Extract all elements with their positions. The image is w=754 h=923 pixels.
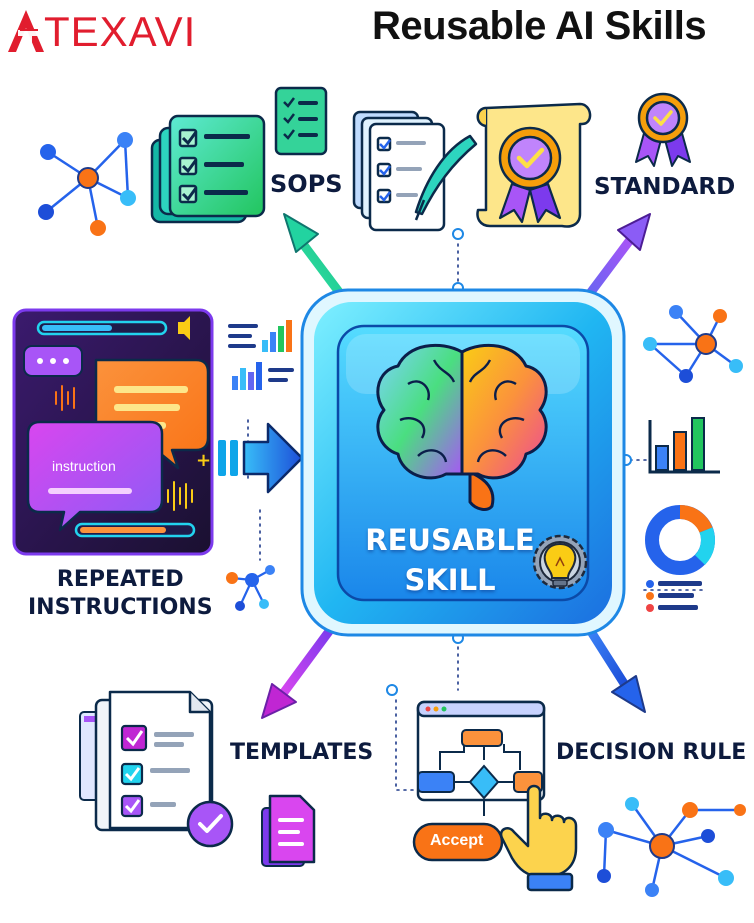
donut-chart-icon <box>645 505 715 612</box>
brain-icon <box>376 343 548 511</box>
svg-text:+: + <box>196 450 211 471</box>
template-document-icon <box>79 690 234 848</box>
templates-label: TEMPLATES <box>230 740 374 765</box>
lightbulb-gear-icon <box>532 534 588 590</box>
repeated-line-1: REPEATED <box>56 567 184 592</box>
arrow-icon <box>585 625 646 713</box>
page-title: Reusable AI Skills <box>372 4 707 48</box>
certificate-icon <box>476 102 592 228</box>
network-icon <box>597 797 746 897</box>
center-line-2: SKILL <box>404 563 496 597</box>
flowchart-icon <box>412 700 546 862</box>
accept-button-label: Accept <box>430 832 484 849</box>
reusable-skill-label: REUSABLE SKILL <box>325 520 575 600</box>
checklist-stack-icon <box>150 86 328 224</box>
chat-panel-icon: + <box>12 308 214 556</box>
arrow-icon <box>580 213 651 305</box>
arrow-icon <box>261 625 335 719</box>
sops-label: SOPS <box>270 170 343 198</box>
arrow-icon <box>283 213 350 305</box>
bar-chart-icon <box>648 417 720 474</box>
badge-icon <box>635 92 691 167</box>
logo-a-mark <box>8 10 44 52</box>
chat-instruction-text: instruction <box>52 458 116 474</box>
network-icon <box>38 132 136 236</box>
quill-document-icon <box>352 110 478 232</box>
logo-wordmark: TEXAVI <box>44 8 197 55</box>
repeated-instructions-label: REPEATED INSTRUCTIONS <box>28 566 213 622</box>
network-icon <box>226 565 275 611</box>
texavi-logo <box>8 10 44 52</box>
center-line-1: REUSABLE <box>365 523 535 557</box>
pointing-hand-icon <box>499 784 578 892</box>
network-icon <box>643 305 743 383</box>
decision-rule-label: DECISION RULE <box>556 740 747 765</box>
template-document-icon <box>261 794 316 867</box>
arrow-icon <box>218 422 304 494</box>
standard-label: STANDARD <box>594 174 736 200</box>
repeated-line-2: INSTRUCTIONS <box>28 595 213 620</box>
bar-chart-icon <box>228 320 294 390</box>
